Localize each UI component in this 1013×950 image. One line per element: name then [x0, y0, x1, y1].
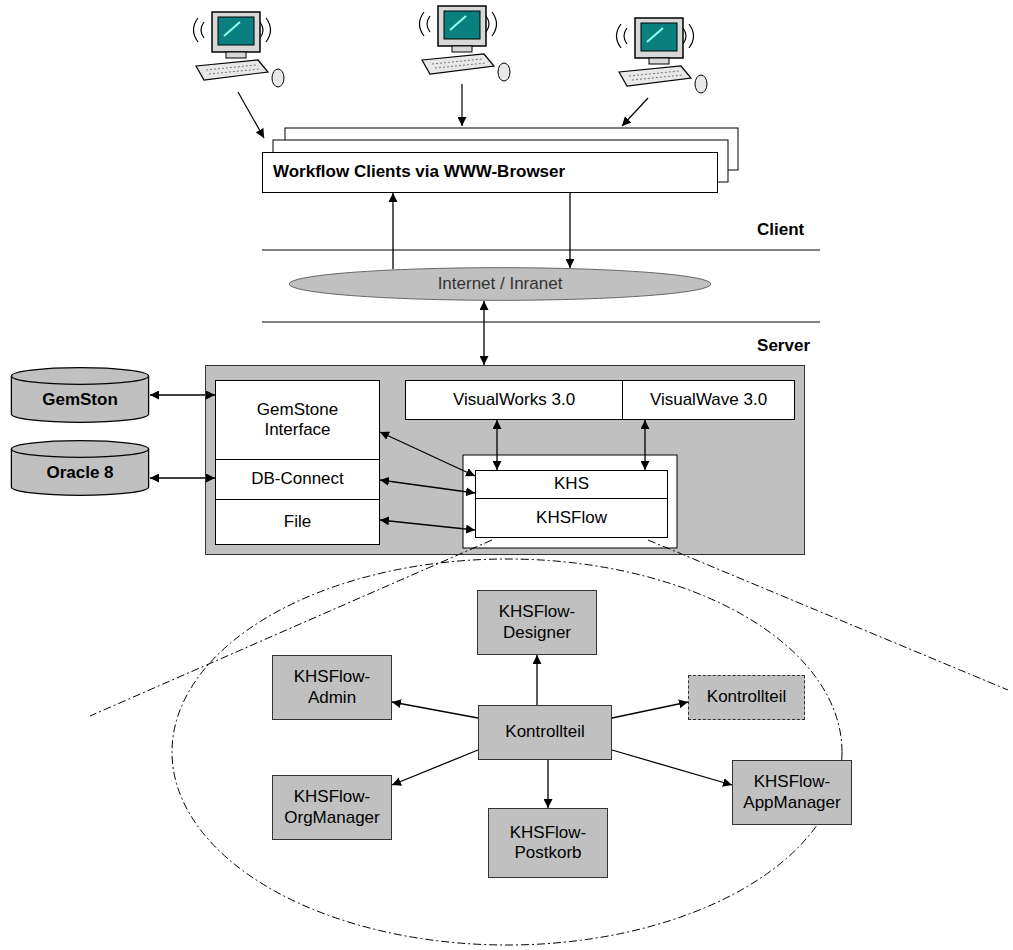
box-label: Internet / Inranet	[438, 274, 563, 294]
component-box: KHSFlow-AppManager	[732, 760, 852, 825]
box-label: DB-Connect	[251, 469, 344, 489]
connector-arrow	[380, 520, 475, 530]
component-box: KHSFlow-Designer	[477, 590, 597, 655]
box-label: Oracle 8	[46, 463, 113, 483]
client-arrow	[622, 98, 648, 126]
connector-arrow	[380, 432, 475, 476]
zoom-line	[648, 540, 1008, 690]
database-cylinder: Oracle 8	[10, 440, 150, 496]
module-box: KHSFlow	[475, 498, 668, 538]
computer-icon	[194, 12, 285, 87]
box-label: KHSFlow-AppManager	[739, 772, 845, 813]
server-panel-fill	[205, 365, 805, 555]
connector-arrow	[569, 193, 570, 268]
box-label: VisualWave 3.0	[650, 390, 767, 410]
connector-arrow	[612, 702, 688, 718]
interface-box: DB-Connect	[215, 459, 380, 500]
interface-box: File	[215, 499, 380, 545]
connector-arrow	[483, 301, 484, 365]
control-box: Kontrollteil	[478, 705, 612, 760]
connector-arrow	[612, 750, 732, 785]
box-label: KHSFlow	[536, 508, 607, 528]
box-label: File	[284, 512, 311, 532]
box-label: Kontrollteil	[707, 687, 786, 707]
connector-arrow	[496, 420, 497, 470]
component-box-dashed: Kontrollteil	[688, 675, 805, 720]
box-label: KHSFlow-Postkorb	[495, 823, 601, 864]
window-box: Workflow Clients via WWW-Browser	[262, 152, 718, 193]
connector-arrow	[380, 480, 475, 493]
module-box: KHS	[475, 470, 668, 499]
component-box: KHSFlow-Postkorb	[488, 808, 608, 878]
box-label: Kontrollteil	[505, 722, 584, 742]
client-arrow	[238, 92, 264, 138]
network-ellipse: Internet / Inranet	[287, 267, 713, 301]
box-label: KHS	[554, 474, 589, 494]
interface-box: GemStone Interface	[215, 380, 380, 460]
box-label: KHSFlow-Designer	[484, 602, 590, 643]
box-label: GemSton	[42, 390, 118, 410]
component-box: KHSFlow-Admin	[272, 655, 392, 720]
computer-icon	[617, 18, 708, 93]
platform-box: VisualWorks 3.0	[405, 380, 623, 420]
connector-arrow	[644, 420, 645, 470]
box-label: GemStone Interface	[243, 400, 353, 441]
box-label: KHSFlow-Admin	[279, 667, 385, 708]
connector-arrow	[547, 760, 548, 808]
tier-line	[262, 322, 820, 323]
component-box: KHSFlow-OrgManager	[272, 775, 392, 840]
connector-arrow	[392, 702, 478, 718]
computer-icon	[420, 6, 511, 81]
database-cylinder: GemSton	[10, 367, 150, 423]
server-panel: GemStone InterfaceDB-ConnectFile VisualWo…	[205, 365, 805, 555]
zoom-ellipse	[172, 559, 842, 945]
tier-heading: Server	[757, 336, 810, 356]
box-label: Workflow Clients via WWW-Browser	[273, 162, 565, 182]
connector-arrow	[536, 655, 537, 705]
platform-box: VisualWave 3.0	[622, 380, 795, 420]
box-label: KHSFlow-OrgManager	[279, 787, 385, 828]
connector-arrow	[392, 193, 393, 269]
connector-arrow	[392, 750, 478, 785]
box-label: VisualWorks 3.0	[453, 390, 575, 410]
tier-line	[262, 250, 820, 251]
client-arrow	[461, 84, 462, 126]
tier-label: Client	[757, 220, 804, 240]
